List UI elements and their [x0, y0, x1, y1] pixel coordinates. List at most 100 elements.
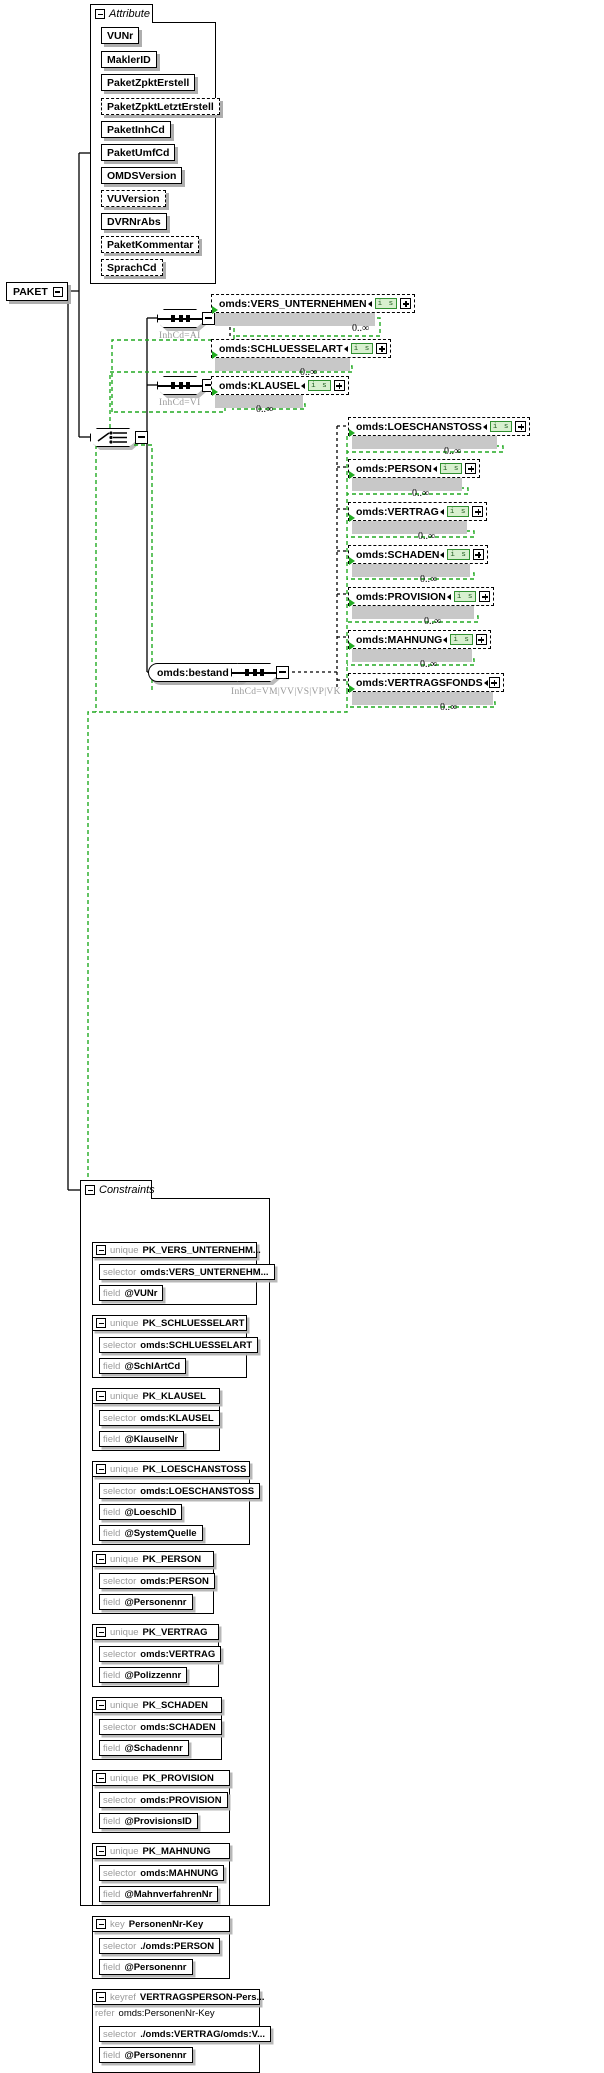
- attribute-maklerid[interactable]: MaklerID: [101, 51, 157, 68]
- element-ref-schaden[interactable]: omds:SCHADEN i s: [348, 545, 488, 564]
- constraint-header-pk-mahnung[interactable]: unique PK_MAHNUNG: [92, 1843, 230, 1859]
- element-ref-schluesselart[interactable]: omds:SCHLUESSELART i s: [211, 339, 392, 358]
- choice-collapse-toggle[interactable]: [135, 431, 148, 444]
- constraint-header-pk-provision[interactable]: unique PK_PROVISION: [92, 1770, 230, 1786]
- plus-toggle-icon[interactable]: [376, 343, 388, 354]
- attribute-dvrnrabs[interactable]: DVRNrAbs: [101, 213, 167, 230]
- attribute-paketzpktletzterstell[interactable]: PaketZpktLetztErstell: [101, 98, 220, 115]
- constraint-header-vertragsperson-keyref[interactable]: keyref VERTRAGSPERSON-Pers...: [92, 1989, 264, 2005]
- sequence-connector-ai[interactable]: [157, 309, 215, 331]
- attribute-label: PaketZpktLetztErstell: [107, 100, 214, 113]
- attribute-paketzpkterstell[interactable]: PaketZpktErstell: [101, 74, 196, 91]
- attribute-paketumfcd[interactable]: PaketUmfCd: [101, 144, 176, 161]
- constraint-selector[interactable]: selector omds:KLAUSEL: [99, 1410, 220, 1426]
- attribute-label: DVRNrAbs: [107, 215, 161, 228]
- plus-toggle-icon[interactable]: [333, 380, 345, 391]
- minus-toggle-icon[interactable]: [95, 9, 105, 19]
- minus-toggle-icon[interactable]: [85, 1185, 95, 1195]
- plus-toggle-icon[interactable]: [515, 421, 527, 432]
- constraint-selector[interactable]: selector omds:LOESCHANSTOSS: [99, 1483, 261, 1499]
- constraint-name: VERTRAGSPERSON-Pers...: [139, 1991, 265, 2003]
- minus-toggle-icon[interactable]: [96, 1700, 106, 1710]
- plus-toggle-icon[interactable]: [488, 677, 500, 688]
- sequence-connector-bestand[interactable]: [231, 663, 289, 685]
- minus-toggle-icon[interactable]: [96, 1245, 106, 1255]
- element-ref-provision[interactable]: omds:PROVISION i s: [348, 587, 495, 606]
- element-ref-mahnung[interactable]: omds:MAHNUNG i s: [348, 630, 491, 649]
- constraint-field[interactable]: field @LoeschID: [99, 1504, 183, 1520]
- attribute-vuversion[interactable]: VUVersion: [101, 190, 166, 207]
- constraint-field[interactable]: field @ProvisionsID: [99, 1813, 198, 1829]
- plus-toggle-icon[interactable]: [465, 463, 477, 474]
- row-kind: field: [103, 1527, 121, 1539]
- constraints-group-tab[interactable]: Constraints: [80, 1180, 155, 1199]
- constraint-field[interactable]: field @VUNr: [99, 1285, 164, 1301]
- constraint-selector[interactable]: selector omds:SCHLUESSELART: [99, 1337, 259, 1353]
- sequence-collapse-toggle[interactable]: [202, 312, 215, 325]
- constraint-selector[interactable]: selector omds:PROVISION: [99, 1792, 228, 1808]
- element-bestand[interactable]: omds:bestand: [148, 663, 246, 682]
- branch-condition-vi: InhCd=VI: [159, 398, 201, 408]
- element-ref-vertrag[interactable]: omds:VERTRAG i s: [348, 502, 488, 521]
- choice-connector-icon[interactable]: [90, 428, 148, 450]
- constraint-field[interactable]: field @Personennr: [99, 1594, 193, 1610]
- minus-toggle-icon[interactable]: [96, 1773, 106, 1783]
- constraint-field[interactable]: field @Personennr: [99, 1959, 193, 1975]
- minus-toggle-icon[interactable]: [96, 1992, 106, 2002]
- constraint-header-pk-vertrag[interactable]: unique PK_VERTRAG: [92, 1624, 219, 1640]
- row-kind: selector: [103, 1648, 137, 1660]
- constraint-field[interactable]: field @Schadennr: [99, 1740, 189, 1756]
- element-ref-vers-unternehmen[interactable]: omds:VERS_UNTERNEHMEN i s: [211, 294, 416, 313]
- plus-toggle-icon[interactable]: [475, 634, 487, 645]
- minus-toggle-icon[interactable]: [96, 1846, 106, 1856]
- constraint-header-pk-loeschanstoss[interactable]: unique PK_LOESCHANSTOSS: [92, 1461, 250, 1477]
- minus-toggle-icon[interactable]: [96, 1627, 106, 1637]
- plus-toggle-icon[interactable]: [400, 298, 412, 309]
- element-ref-person[interactable]: omds:PERSON i s: [348, 459, 481, 478]
- attribute-sprachcd[interactable]: SprachCd: [101, 259, 163, 276]
- minus-toggle-icon[interactable]: [96, 1391, 106, 1401]
- plus-toggle-icon[interactable]: [479, 591, 491, 602]
- constraint-header-pk-schluesselart[interactable]: unique PK_SCHLUESSELART: [92, 1315, 247, 1331]
- constraint-field[interactable]: field @Personennr: [99, 2047, 193, 2063]
- constraint-field[interactable]: field @KlauselNr: [99, 1431, 185, 1447]
- attribute-vunr[interactable]: VUNr: [101, 27, 140, 44]
- plus-toggle-icon[interactable]: [472, 506, 484, 517]
- constraint-selector[interactable]: selector omds:MAHNUNG: [99, 1865, 225, 1881]
- constraint-field[interactable]: field @SystemQuelle: [99, 1525, 203, 1541]
- element-ref-loeschanstoss[interactable]: omds:LOESCHANSTOSS i s: [348, 417, 531, 436]
- constraint-header-pk-person[interactable]: unique PK_PERSON: [92, 1551, 214, 1567]
- constraint-selector[interactable]: selector omds:VERS_UNTERNEHM...: [99, 1264, 275, 1280]
- constraint-refer-row: refer omds:PersonenNr-Key: [95, 2008, 215, 2019]
- attribute-group-tab[interactable]: Attribute: [90, 4, 153, 23]
- element-ref-klausel[interactable]: omds:KLAUSEL i s: [211, 376, 349, 395]
- occurrence-label: 0..∞: [420, 659, 438, 670]
- minus-toggle-icon[interactable]: [52, 286, 63, 297]
- constraint-selector[interactable]: selector ./omds:PERSON: [99, 1938, 221, 1954]
- root-element-paket[interactable]: PAKET: [6, 282, 68, 301]
- sequence-collapse-toggle[interactable]: [276, 666, 289, 679]
- constraint-header-pk-schaden[interactable]: unique PK_SCHADEN: [92, 1697, 222, 1713]
- constraint-header-pk-vers-unternehm[interactable]: unique PK_VERS_UNTERNEHM...: [92, 1242, 261, 1258]
- constraint-header-personennr-key[interactable]: key PersonenNr-Key: [92, 1916, 230, 1932]
- constraint-name: PK_VERTRAG: [142, 1626, 208, 1638]
- constraint-selector[interactable]: selector ./omds:VERTRAG/omds:V...: [99, 2026, 272, 2042]
- row-value: omds:PERSON: [140, 1575, 209, 1587]
- attribute-paketkommentar[interactable]: PaketKommentar: [101, 236, 200, 253]
- minus-toggle-icon[interactable]: [96, 1554, 106, 1564]
- attribute-omdsversion[interactable]: OMDSVersion: [101, 167, 183, 184]
- sequence-connector-vi[interactable]: [157, 376, 215, 398]
- constraint-selector[interactable]: selector omds:PERSON: [99, 1573, 215, 1589]
- minus-toggle-icon[interactable]: [96, 1464, 106, 1474]
- constraint-header-pk-klausel[interactable]: unique PK_KLAUSEL: [92, 1388, 220, 1404]
- constraint-field[interactable]: field @Polizzennr: [99, 1667, 188, 1683]
- minus-toggle-icon[interactable]: [96, 1318, 106, 1328]
- constraint-field[interactable]: field @SchlArtCd: [99, 1358, 187, 1374]
- attribute-paketinhcd[interactable]: PaketInhCd: [101, 121, 171, 138]
- constraint-selector[interactable]: selector omds:VERTRAG: [99, 1646, 222, 1662]
- element-ref-vertragsfonds[interactable]: omds:VERTRAGSFONDS: [348, 673, 504, 692]
- plus-toggle-icon[interactable]: [472, 549, 484, 560]
- constraint-field[interactable]: field @MahnverfahrenNr: [99, 1886, 219, 1902]
- minus-toggle-icon[interactable]: [96, 1919, 106, 1929]
- constraint-selector[interactable]: selector omds:SCHADEN: [99, 1719, 222, 1735]
